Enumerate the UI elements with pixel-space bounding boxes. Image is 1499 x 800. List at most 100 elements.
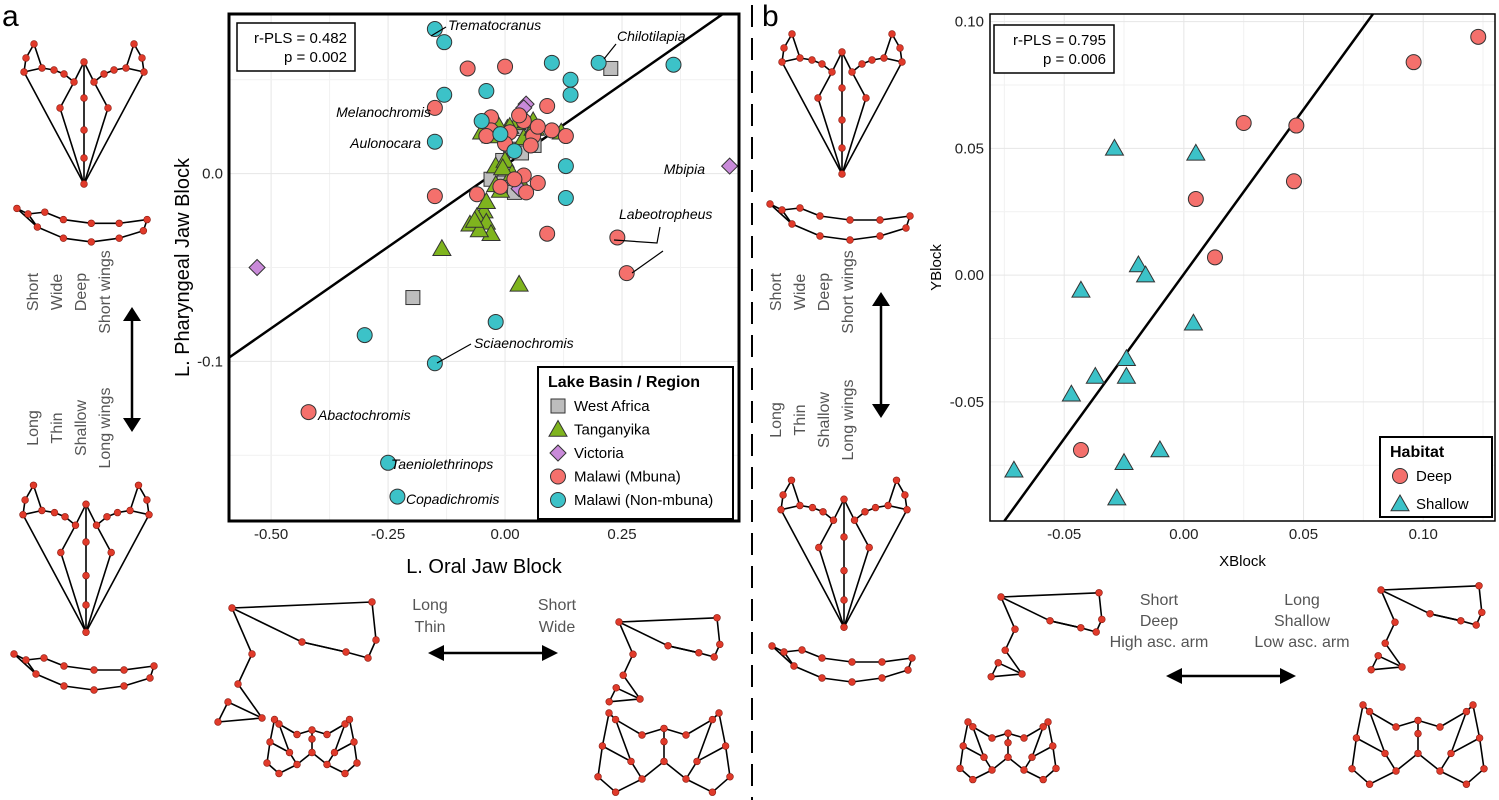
data-point-shallow (1114, 452, 1134, 470)
data-point-shallow (1183, 313, 1204, 331)
x-tick-label: 0.00 (490, 526, 519, 543)
stats-p-value: p = 0.006 (1043, 51, 1106, 68)
shape-descriptor: Wide (792, 274, 809, 311)
data-point-malawi-non-mbuna- (389, 488, 406, 505)
data-point-tanganyika (469, 219, 490, 238)
data-point-malawi-mbuna- (511, 107, 528, 124)
arrow-b-horizontal-head (1166, 668, 1182, 684)
shape-descriptor: Short (538, 597, 577, 614)
arrow-a-vertical-tail (123, 418, 141, 432)
data-point-malawi-non-mbuna- (557, 190, 574, 207)
data-point-malawi-mbuna- (529, 175, 546, 191)
data-point-malawi-non-mbuna- (590, 54, 607, 71)
legend-key-victoria (549, 444, 567, 462)
legend-item: Shallow (1416, 496, 1469, 513)
plot-frame (989, 13, 1496, 522)
shape-descriptor: Long (1284, 592, 1320, 609)
data-point-malawi-mbuna- (459, 60, 476, 77)
shape-pharyngeal-long (19, 481, 153, 636)
shape-descriptor: Long wings (840, 380, 857, 461)
y-axis-label: L. Pharyngeal Jaw Block (172, 157, 194, 377)
annotation-leader (436, 343, 472, 364)
data-point-shallow (1004, 460, 1024, 478)
panel-label-b: b (762, 0, 779, 33)
shape-b-oral-long (1367, 582, 1486, 674)
data-point-malawi-mbuna- (618, 265, 635, 282)
shape-pharyngeal-short (20, 40, 148, 188)
data-point-shallow (1085, 366, 1106, 384)
data-point-shallow (1135, 265, 1156, 283)
arrow-b-horizontal-tail (1280, 668, 1296, 684)
legend-title: Lake Basin / Region (548, 374, 700, 391)
data-point-deep (1470, 28, 1487, 45)
data-point-deep (1235, 115, 1252, 132)
shape-descriptor: Shallow (73, 400, 90, 456)
shape-b-oral-short (987, 589, 1106, 681)
species-annotation: Taeniolethrinops (391, 456, 493, 472)
y-tick-label: -0.1 (197, 353, 223, 370)
arrow-b-vertical-tail (872, 404, 890, 418)
y-tick-label: 0.00 (955, 267, 984, 284)
shape-descriptor: Deep (816, 273, 833, 311)
shape-descriptor: Thin (792, 404, 809, 435)
data-point-malawi-mbuna- (543, 122, 560, 139)
data-point-west-africa (405, 290, 421, 306)
data-point-malawi-mbuna- (300, 404, 317, 421)
shape-descriptor: Shallow (816, 392, 833, 448)
shape-descriptor: Shallow (1274, 613, 1330, 630)
data-point-deep (1285, 173, 1302, 190)
shape-descriptor: Wide (49, 274, 66, 311)
plot-frame (227, 12, 741, 523)
legend-key-tanganyika (548, 419, 568, 437)
shape-descriptor: Long wings (97, 388, 114, 469)
data-point-shallow (1185, 143, 1206, 161)
data-point-tanganyika (476, 191, 497, 210)
data-point-shallow (1116, 366, 1137, 384)
data-point-deep (1072, 442, 1089, 459)
y-tick-label: 0.10 (955, 14, 984, 31)
data-point-malawi-non-mbuna- (562, 86, 579, 103)
data-point-malawi-mbuna- (557, 128, 574, 145)
data-point-malawi-non-mbuna- (436, 34, 453, 51)
shape-descriptor: Long (768, 402, 785, 438)
data-point-malawi-mbuna- (426, 99, 443, 116)
stats-box (993, 24, 1115, 74)
landmark-shapes (10, 30, 1488, 796)
plot-content (229, 14, 739, 521)
shape-descriptor: Short wings (840, 250, 857, 334)
shape-b-pharyngeal-flat-1 (766, 200, 914, 244)
species-annotation: Sciaenochromis (474, 335, 574, 351)
data-point-tanganyika (509, 274, 529, 292)
shape-descriptor: Deep (1140, 613, 1178, 630)
legend-item: West Africa (574, 398, 650, 415)
shape-b-oral-short-front (956, 718, 1060, 784)
legend-item: Victoria (574, 445, 624, 462)
legend-item: Malawi (Non-mbuna) (574, 492, 713, 509)
y-axis-label: YBlock (928, 244, 945, 291)
data-point-malawi-non-mbuna- (436, 86, 453, 103)
data-point-malawi-non-mbuna- (426, 355, 443, 372)
species-annotation: Melanochromis (336, 104, 431, 120)
data-point-victoria (248, 258, 266, 277)
data-point-malawi-non-mbuna- (473, 113, 490, 130)
data-point-malawi-mbuna- (497, 58, 514, 75)
species-annotation: Aulonocara (349, 135, 421, 151)
annotation-leader (613, 226, 661, 244)
data-point-shallow (1061, 384, 1082, 402)
data-point-malawi-mbuna- (426, 188, 443, 205)
data-point-deep (1187, 191, 1204, 208)
x-tick-label: -0.50 (254, 526, 288, 543)
x-tick-label: 0.10 (1409, 526, 1438, 543)
data-point-malawi-mbuna- (492, 178, 509, 195)
annotation-leader (603, 43, 617, 60)
data-point-shallow (1150, 440, 1170, 458)
x-tick-label: 0.00 (1169, 526, 1198, 543)
x-tick-label: 0.25 (607, 526, 636, 543)
shape-b-oral-long-front (1348, 701, 1488, 788)
shape-descriptor: Wide (539, 619, 576, 636)
data-point-malawi-non-mbuna- (557, 158, 574, 175)
data-point-malawi-non-mbuna- (543, 54, 560, 71)
